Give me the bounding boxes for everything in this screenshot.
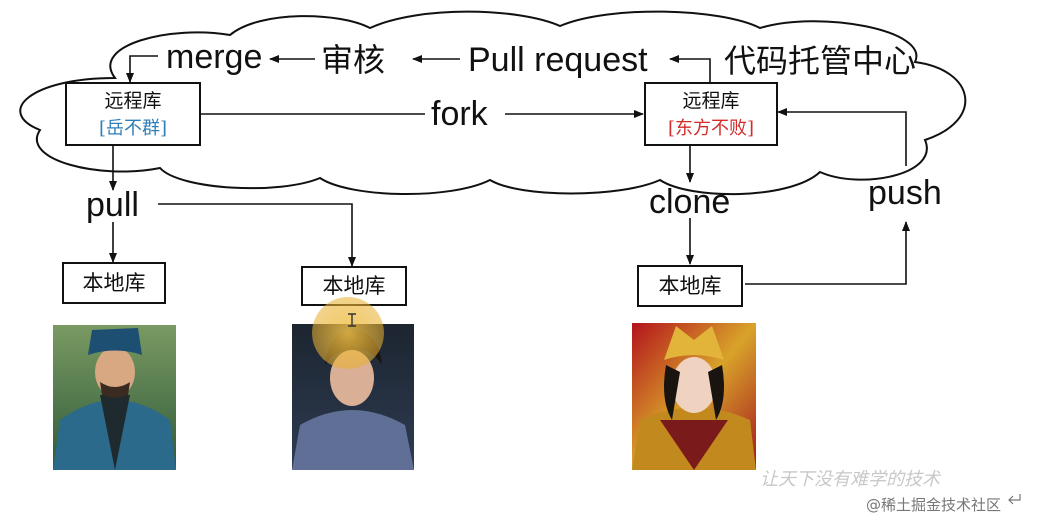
cursor-highlight (312, 297, 384, 369)
local-repo-3[interactable]: 本地库 (637, 265, 743, 307)
merge-label: merge (166, 38, 262, 76)
portrait-disciple (292, 297, 414, 470)
remote-repo-right[interactable]: 远程库 [东方不败] (644, 82, 778, 146)
remote-repo-left-title: 远程库 (104, 90, 161, 112)
hosting-center-label: 代码托管中心 (724, 42, 916, 80)
remote-repo-right-owner: [东方不败] (668, 118, 754, 139)
remote-repo-left-owner: [岳不群] (99, 118, 167, 139)
local3-to-push-arrow (745, 221, 910, 285)
pull-label: pull (86, 186, 139, 224)
local-repo-3-label: 本地库 (659, 274, 722, 298)
return-glyph-icon (1008, 494, 1021, 505)
portrait-dongfang-bubai (632, 323, 756, 470)
fork-label: fork (431, 95, 489, 133)
merge-to-left-repo-arrow (126, 55, 158, 83)
remote-repo-right-title: 远程库 (682, 90, 739, 112)
portrait-yue-buqun (53, 325, 176, 470)
local-repo-1-label: 本地库 (83, 271, 146, 295)
clone-label: clone (649, 183, 730, 221)
pull-request-label: Pull request (468, 41, 648, 79)
right-repo-to-pull-request-arrow (669, 55, 711, 82)
text-cursor-icon (348, 313, 356, 327)
remote-repo-left[interactable]: 远程库 [岳不群] (65, 82, 201, 146)
push-to-right-repo-arrow (777, 108, 907, 166)
pull-to-local2-arrow (158, 203, 356, 267)
flow-arrows (109, 55, 910, 285)
review-label: 审核 (321, 41, 385, 79)
watermark-slogan: 让天下没有难学的技术 (760, 469, 942, 490)
local-repo-2-label: 本地库 (323, 274, 386, 298)
local-repo-1[interactable]: 本地库 (62, 262, 166, 304)
push-label: push (868, 174, 942, 212)
brand-label: @稀土掘金技术社区 (866, 496, 1001, 514)
code-hosting-cloud (19, 10, 967, 196)
